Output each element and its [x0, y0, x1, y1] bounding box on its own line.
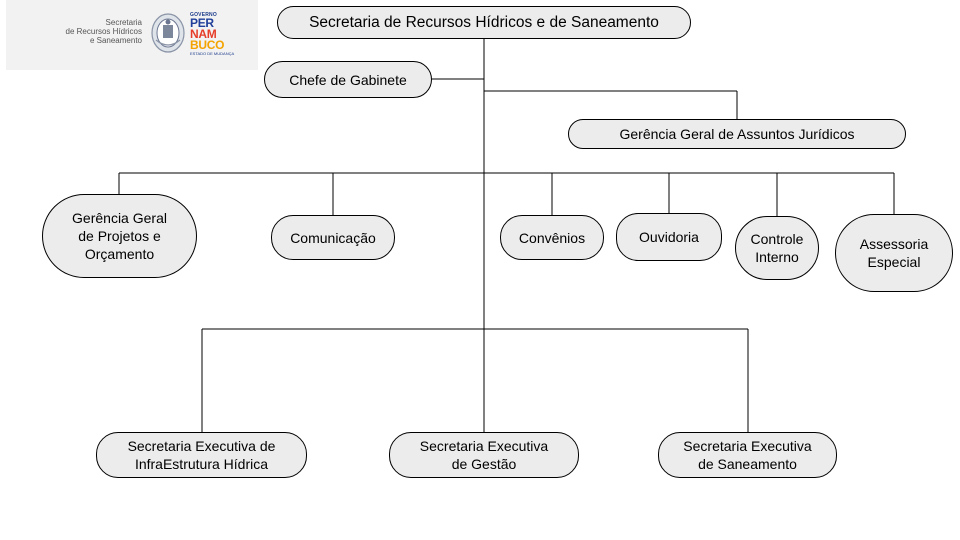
node-exec-management: Secretaria Executiva de Gestão: [389, 432, 579, 478]
brand-row-2: NAM: [190, 27, 217, 41]
node-legal: Gerência Geral de Assuntos Jurídicos: [568, 119, 906, 149]
node-legal-label: Gerência Geral de Assuntos Jurídicos: [619, 126, 855, 142]
brand-row-1: PER: [190, 16, 214, 30]
node-unit-special-advisory-label: Assessoria Especial: [859, 236, 929, 270]
node-exec-sanitation: Secretaria Executiva de Saneamento: [658, 432, 837, 478]
node-chief-of-staff-label: Chefe de Gabinete: [289, 71, 407, 88]
node-chief-of-staff: Chefe de Gabinete: [264, 61, 432, 98]
node-unit-ombudsman-label: Ouvidoria: [639, 229, 699, 245]
node-exec-infrastructure: Secretaria Executiva de InfraEstrutura H…: [96, 432, 307, 478]
brand-tagline: ESTADO DE MUDANÇA: [190, 51, 235, 56]
node-unit-agreements: Convênios: [500, 215, 604, 260]
node-root-label: Secretaria de Recursos Hídricos e de San…: [309, 13, 659, 31]
brand-row-3: BUCO: [190, 38, 225, 52]
node-exec-management-label: Secretaria Executiva de Gestão: [419, 438, 549, 472]
brand-top-text: GOVERNO: [190, 12, 217, 18]
state-seal-icon: [151, 13, 185, 53]
logo-agency-text: Secretaria de Recursos Hídricos e Saneam…: [65, 18, 142, 45]
node-exec-infrastructure-label: Secretaria Executiva de InfraEstrutura H…: [127, 438, 276, 472]
node-unit-special-advisory: Assessoria Especial: [835, 214, 953, 292]
node-root: Secretaria de Recursos Hídricos e de San…: [277, 6, 691, 39]
node-unit-agreements-label: Convênios: [518, 229, 586, 246]
node-unit-internal-control-label: Controle Interno: [750, 231, 804, 265]
pernambuco-brand: GOVERNO PER NAM BUCO ESTADO DE MUDANÇA: [190, 12, 256, 56]
agency-logo: Secretaria de Recursos Hídricos e Saneam…: [6, 0, 258, 70]
node-unit-ombudsman: Ouvidoria: [616, 213, 722, 261]
node-unit-communication-label: Comunicação: [290, 229, 376, 246]
node-unit-internal-control: Controle Interno: [735, 216, 819, 280]
node-unit-communication: Comunicação: [271, 215, 395, 260]
node-unit-projects: Gerência Geral de Projetos e Orçamento: [42, 194, 197, 278]
node-exec-sanitation-label: Secretaria Executiva de Saneamento: [683, 438, 812, 472]
node-unit-projects-label: Gerência Geral de Projetos e Orçamento: [72, 210, 167, 262]
